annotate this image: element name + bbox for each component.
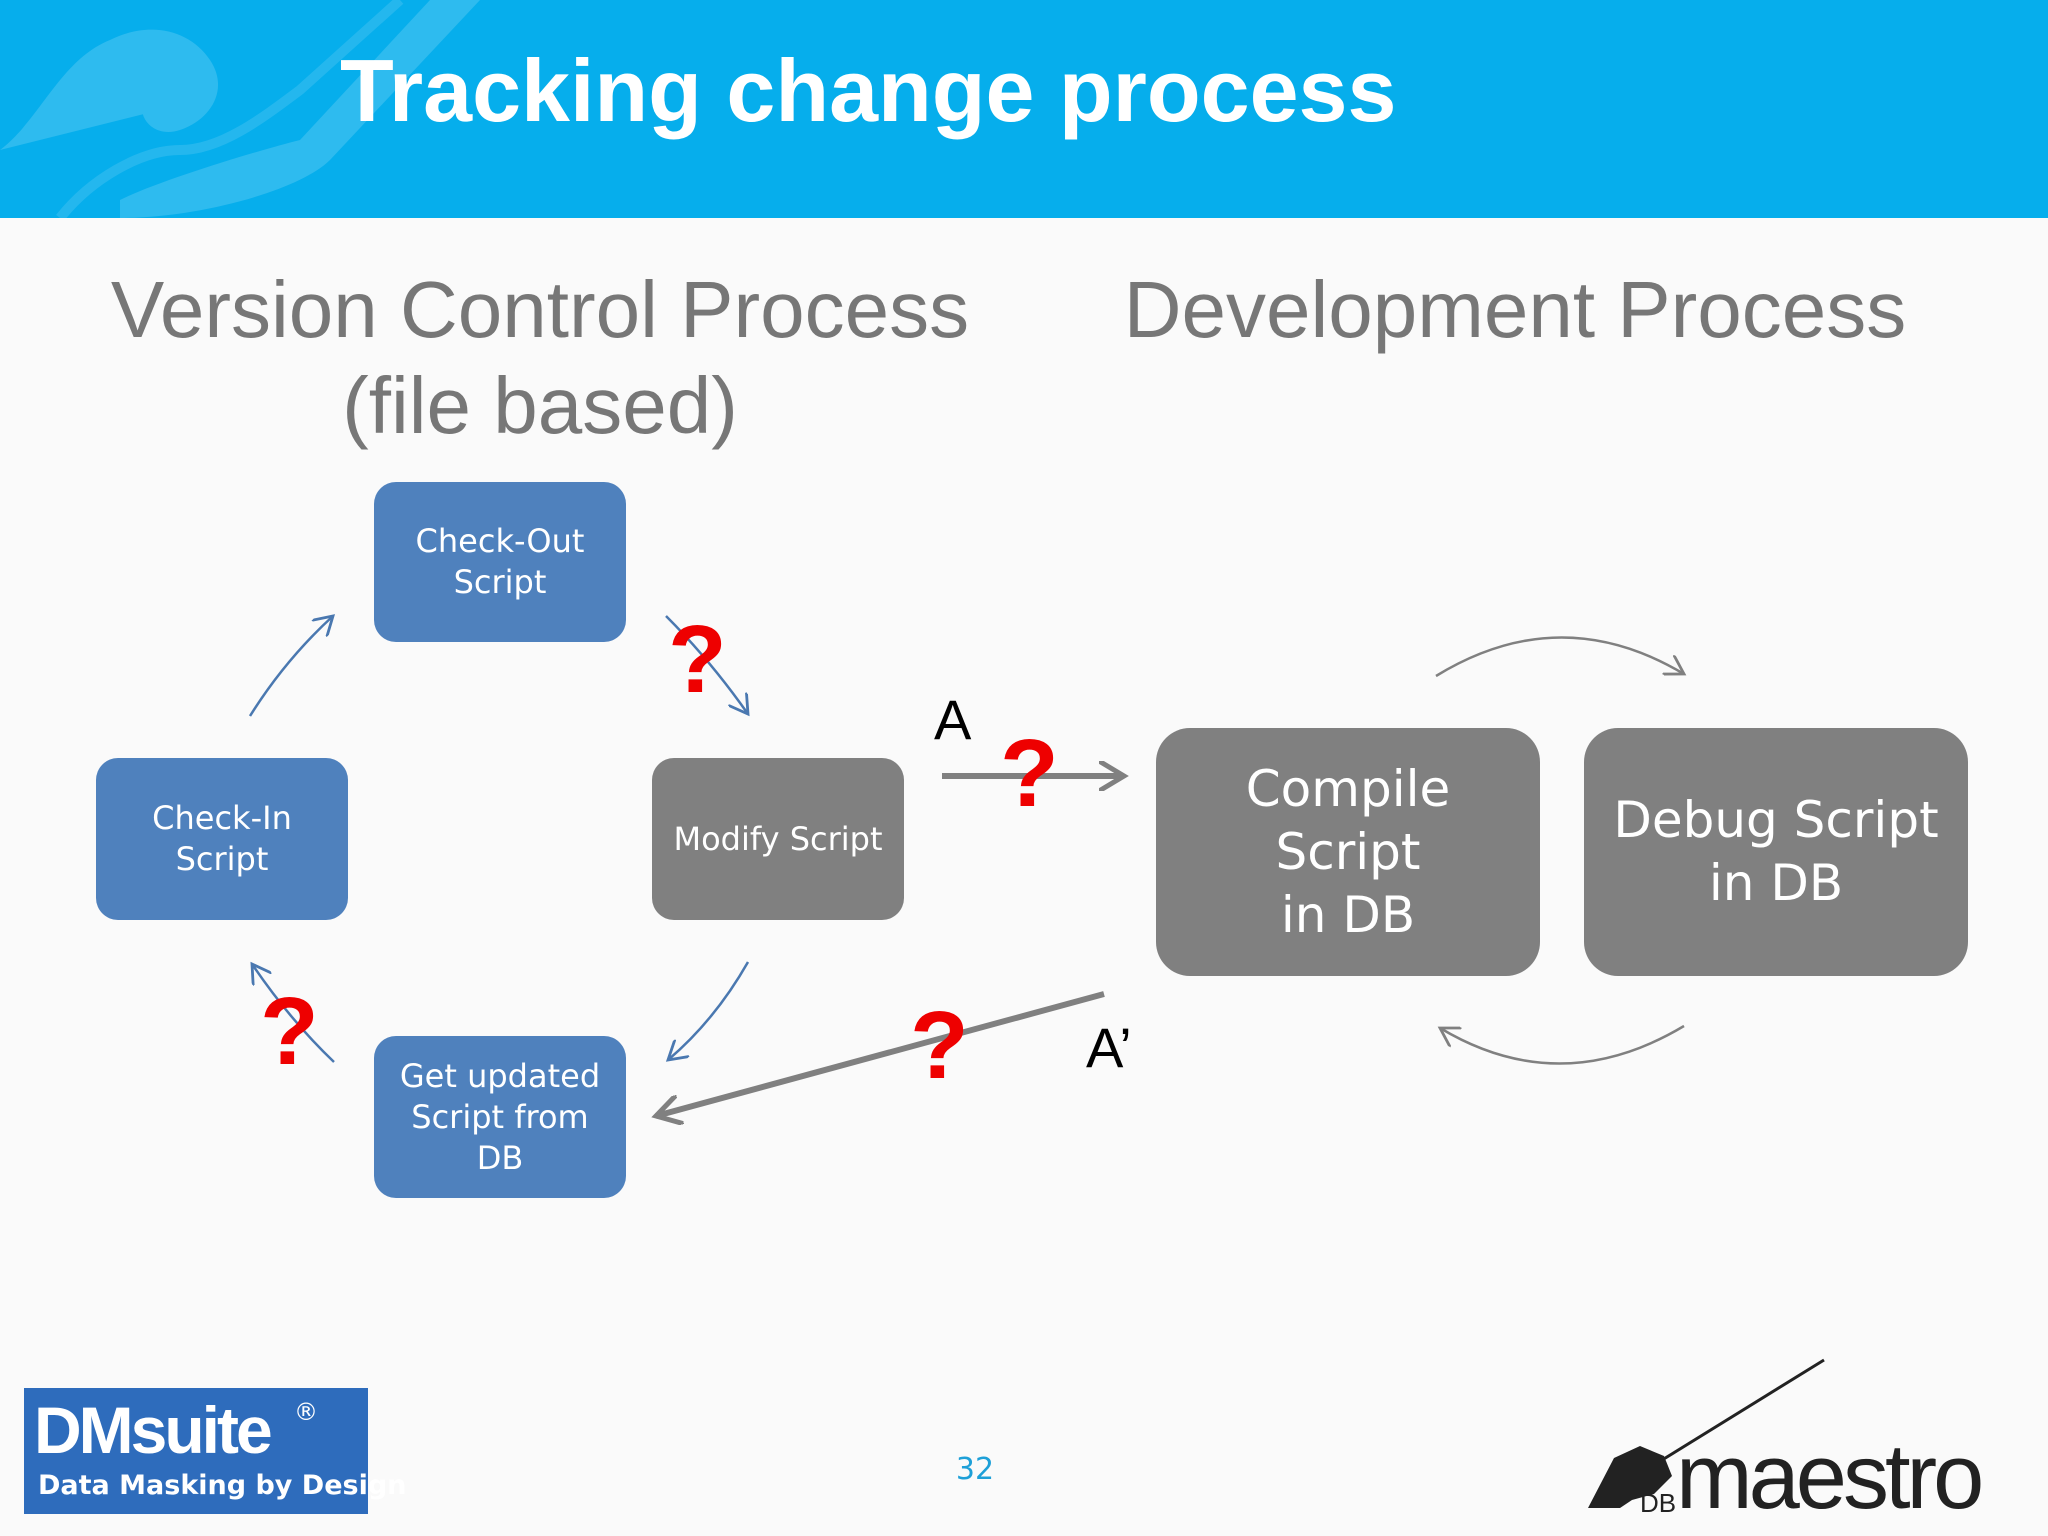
- arrow-compile-to-debug: [1435, 636, 1684, 678]
- debug-line2: in DB: [1708, 854, 1844, 912]
- version-control-heading-line1: Version Control Process: [110, 265, 970, 354]
- label-a-prime: A’: [1086, 1016, 1132, 1079]
- page-number: 32: [955, 1452, 995, 1487]
- compile-line2: Script: [1275, 822, 1421, 881]
- version-control-heading: Version Control Process (file based): [90, 262, 990, 454]
- question-mark-getupdated-checkin: ?: [260, 978, 319, 1085]
- arrow-a-prime: [656, 991, 1105, 1116]
- modify-label: Modify Script: [673, 819, 883, 858]
- dmsuite-registered-mark: ®: [294, 1398, 318, 1426]
- compile-line3: in DB: [1280, 885, 1416, 944]
- label-a: A: [934, 688, 972, 751]
- slide-title: Tracking change process: [340, 41, 1397, 140]
- question-mark-checkout-modify: ?: [668, 606, 727, 713]
- checkout-line1: Check-Out: [415, 522, 585, 560]
- dbmaestro-logo: DB maestro: [1588, 1358, 1985, 1520]
- checkin-line2: Script: [175, 840, 269, 878]
- arrow-modify-to-getupdated: [668, 961, 750, 1060]
- development-heading: Development Process: [1123, 265, 1907, 354]
- get-updated-line2: Script from DB: [411, 1097, 589, 1177]
- dbmaestro-prefix: DB: [1640, 1488, 1676, 1518]
- compile-line1: Compile: [1245, 759, 1451, 818]
- checkin-line1: Check-In: [152, 799, 292, 837]
- arrow-debug-to-compile: [1440, 1024, 1685, 1065]
- version-control-heading-line2: (file based): [342, 361, 738, 450]
- checkout-line2: Script: [453, 563, 547, 601]
- question-mark-arrow-a-prime: ?: [910, 992, 969, 1099]
- title-banner: Tracking change process: [0, 0, 2048, 218]
- debug-line1: Debug Script: [1613, 791, 1939, 849]
- dmsuite-name: DMsuite: [34, 1393, 273, 1467]
- dmsuite-tagline: Data Masking by Design: [38, 1470, 407, 1501]
- dmsuite-logo: DMsuite ® Data Masking by Design: [24, 1388, 406, 1514]
- dbmaestro-name: maestro: [1676, 1426, 1981, 1520]
- get-updated-line1: Get updated: [399, 1056, 601, 1095]
- arrow-getupdated-to-checkin: [252, 964, 335, 1063]
- question-mark-arrow-a: ?: [1000, 720, 1059, 827]
- arrow-checkout-to-modify: [665, 615, 748, 714]
- hand-pen-graphic: [0, 0, 480, 218]
- arrow-checkin-to-checkout: [248, 616, 333, 717]
- modify-script-box: Modify Script: [652, 758, 904, 920]
